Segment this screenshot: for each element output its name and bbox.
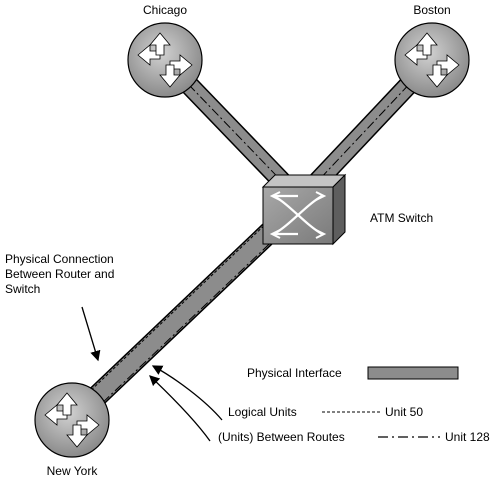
link-newyork-switch	[64, 197, 306, 428]
legend-between-routes: (Units) Between Routes	[218, 430, 345, 444]
router-arrows-icon	[137, 32, 193, 88]
annotation-arrow	[81, 306, 101, 362]
router-boston[interactable]	[394, 22, 470, 98]
label-new-york: New York	[46, 464, 98, 478]
router-arrows-icon	[44, 392, 100, 448]
label-boston: Boston	[413, 3, 451, 17]
annotation-line-2: Between Router and	[5, 267, 115, 281]
legend-physical-swatch	[367, 366, 459, 380]
label-chicago: Chicago	[142, 3, 188, 17]
legend-unit-128: Unit 128	[445, 430, 490, 444]
atm-switch[interactable]	[261, 173, 347, 246]
router-chicago[interactable]	[127, 22, 203, 98]
legend-unit-50: Unit 50	[385, 405, 424, 419]
between-routes-arrow	[149, 375, 211, 442]
router-arrows-icon	[404, 32, 460, 88]
router-new-york[interactable]	[34, 382, 110, 458]
label-atm-switch: ATM Switch	[370, 211, 434, 225]
legend-physical-interface: Physical Interface	[247, 366, 342, 380]
switch-cross-arrows-icon	[269, 191, 327, 239]
legend-logical-units: Logical Units	[228, 405, 297, 419]
annotation-line-3: Switch	[5, 282, 41, 296]
logical-units-arrow	[151, 365, 223, 421]
annotation-line-1: Physical Connection	[5, 252, 114, 266]
